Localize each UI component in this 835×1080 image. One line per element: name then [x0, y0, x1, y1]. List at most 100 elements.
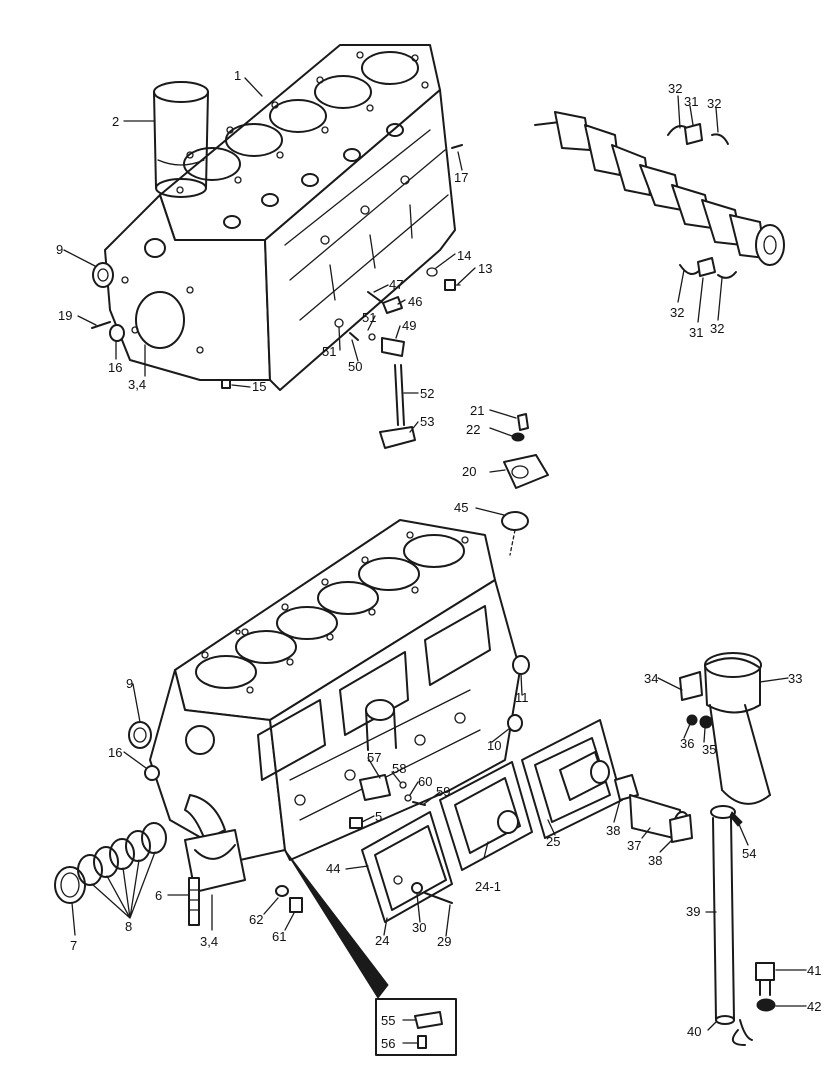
callout-13: 13 [478, 261, 492, 276]
callout-20: 20 [462, 464, 476, 479]
upper-cylinder-block [104, 44, 456, 391]
side-covers [361, 719, 623, 923]
callout-32-top-right: 32 [707, 96, 721, 111]
rings-group [54, 822, 167, 904]
callout-32-bottom-left: 32 [670, 305, 684, 320]
cap-bolt-6 [188, 877, 200, 926]
leader-lines [63, 77, 807, 1044]
callout-19: 19 [58, 308, 72, 323]
callout-31-top: 31 [684, 94, 698, 109]
callout-32-top-left: 32 [668, 81, 682, 96]
bolt-50 [349, 332, 359, 341]
callout-50: 50 [348, 359, 362, 374]
callout-30: 30 [412, 920, 426, 935]
washer-36 [686, 714, 698, 726]
washer-58 [399, 781, 407, 789]
seal-9-upper [92, 262, 114, 288]
nut-35 [699, 715, 713, 729]
callout-11: 11 [515, 690, 529, 705]
plug-61 [289, 897, 303, 913]
breather-assembly [614, 652, 776, 1046]
callout-17: 17 [454, 170, 468, 185]
block-side-ports [223, 123, 449, 321]
callout-24-1: 24-1 [475, 879, 501, 894]
bolt-56 [417, 1035, 427, 1049]
callout-37: 37 [627, 838, 641, 853]
callout-5: 5 [375, 809, 382, 824]
plug-10 [507, 714, 523, 732]
bolt-21 [517, 413, 529, 431]
callout-24: 24 [375, 933, 389, 948]
upper-small-parts [91, 144, 463, 449]
callout-1: 1 [234, 68, 241, 83]
plug-16-lower [144, 765, 160, 781]
detail-box [375, 998, 457, 1056]
plug-17 [451, 144, 463, 149]
callout-35: 35 [702, 742, 716, 757]
plug-11 [512, 655, 530, 675]
callout-10: 10 [487, 738, 501, 753]
callout-8: 8 [125, 919, 132, 934]
main-bearings [667, 123, 737, 279]
callout-21: 21 [470, 403, 484, 418]
callout-58: 58 [392, 761, 406, 776]
callout-49: 49 [402, 318, 416, 333]
oring-45 [501, 511, 529, 531]
callout-54: 54 [742, 846, 756, 861]
callout-60: 60 [418, 774, 432, 789]
callout-47: 47 [389, 277, 403, 292]
side-opening-1 [257, 699, 326, 781]
valve-49 [381, 337, 405, 357]
tube-39 [712, 817, 735, 1021]
plug-5 [349, 817, 363, 829]
callout-25: 25 [546, 834, 560, 849]
side-opening-3 [424, 605, 491, 686]
washer-30 [411, 882, 423, 894]
callout-33: 33 [788, 671, 802, 686]
callout-34: 34 [644, 671, 658, 686]
pipe-47 [367, 291, 384, 304]
callout-32-bottom-right: 32 [710, 321, 724, 336]
callout-62: 62 [249, 912, 263, 927]
callout-42: 42 [807, 999, 821, 1014]
callout-3-4-lower: 3,4 [200, 934, 218, 949]
callout-61: 61 [272, 929, 286, 944]
callout-55: 55 [381, 1013, 395, 1028]
callout-15: 15 [252, 379, 266, 394]
bolt-41 [755, 962, 775, 981]
callout-14: 14 [457, 248, 471, 263]
seal-9-lower [128, 721, 152, 749]
callout-9-upper: 9 [56, 242, 63, 257]
cover-24 [374, 825, 447, 911]
washer-42 [756, 998, 776, 1012]
sensor-46 [382, 296, 403, 314]
callout-57: 57 [367, 750, 381, 765]
callout-53: 53 [420, 414, 434, 429]
detail-inset [284, 849, 457, 1056]
lower-deck-bolt-holes [201, 531, 469, 694]
ring-7 [54, 866, 86, 904]
lower-small-parts [128, 655, 530, 913]
callout-41: 41 [807, 963, 821, 978]
callout-52: 52 [420, 386, 434, 401]
callout-labels: 1 2 9 19 16 3,4 15 17 14 13 47 46 49 51 … [56, 68, 821, 1051]
callout-6: 6 [155, 888, 162, 903]
callout-16-upper: 16 [108, 360, 122, 375]
callout-3-4-upper: 3,4 [128, 377, 146, 392]
callout-40: 40 [687, 1024, 701, 1039]
bracket-57 [359, 774, 391, 801]
crankshaft [534, 111, 785, 266]
lower-cylinder-bores [195, 534, 465, 689]
detail-pointer [284, 849, 389, 999]
cover-assembly [501, 413, 549, 531]
plug-13 [444, 279, 456, 291]
upper-cylinder-bores [183, 51, 419, 181]
callout-44: 44 [326, 861, 340, 876]
washer-60 [404, 794, 412, 802]
callout-22: 22 [466, 422, 480, 437]
plug-15 [221, 379, 231, 389]
bracket-55 [414, 1011, 443, 1029]
plug-16-upper [109, 324, 125, 342]
pin-19 [91, 321, 111, 329]
cam-bore [144, 238, 166, 258]
